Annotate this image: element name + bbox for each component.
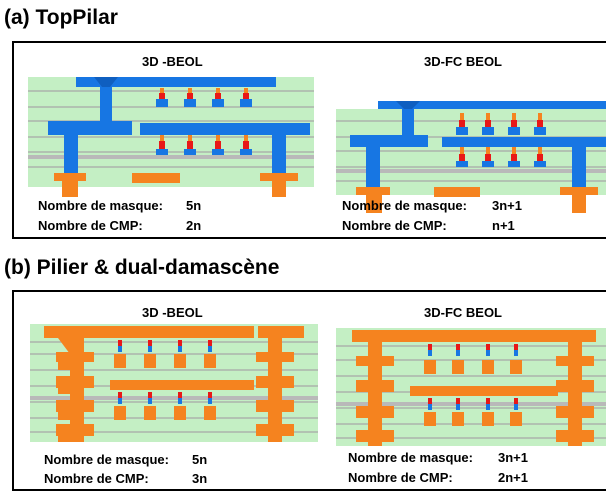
mid-right-pillar xyxy=(572,137,586,187)
a-right-diagram-title: 3D-FC BEOL xyxy=(424,54,502,69)
substrate-line xyxy=(336,169,606,173)
mid-left-blue xyxy=(350,135,428,147)
orange-bar-center xyxy=(132,173,180,183)
mid-left-pillar xyxy=(64,121,78,173)
b-left-cmp-value: 3n xyxy=(192,471,208,486)
top-copper-line xyxy=(352,330,596,342)
orange-pad-left xyxy=(54,173,86,197)
lower-via-stacks xyxy=(424,398,522,426)
mid-left-blue xyxy=(48,121,132,135)
pillar-flanges xyxy=(56,352,294,436)
a-left-mask-label: Nombre de masque: xyxy=(38,198,163,213)
section-a-panel: 3D -BEOL 3D-FC BEOL xyxy=(12,41,606,239)
top-pilar-line xyxy=(76,77,276,121)
mid-right-pillar xyxy=(272,123,286,173)
b-right-cmp-label: Nombre de CMP: xyxy=(348,470,453,485)
b-left-diagram-title: 3D -BEOL xyxy=(142,305,203,320)
lower-via-stacks xyxy=(114,392,216,420)
section-b-title: (b) Pilier & dual-damascène xyxy=(4,256,280,279)
substrate-line xyxy=(28,155,314,159)
substrate-line xyxy=(336,402,606,406)
lower-vias xyxy=(456,147,546,167)
upper-via-stacks xyxy=(424,344,522,374)
a-left-mask-value: 5n xyxy=(186,198,202,213)
substrate-line xyxy=(30,396,318,400)
mid-left-pillar xyxy=(366,135,380,187)
a-right-mask-label: Nombre de masque: xyxy=(342,198,467,213)
upper-vias xyxy=(156,88,252,107)
pillar-left-core xyxy=(70,338,84,442)
orange-bar-center xyxy=(434,187,480,197)
a-right-cmp-value: n+1 xyxy=(492,218,515,233)
b-left-cmp-label: Nombre de CMP: xyxy=(44,471,149,486)
b-left-cross-section xyxy=(30,324,318,442)
orange-pad-right xyxy=(560,187,598,213)
a-right-cross-section xyxy=(336,101,606,213)
b-right-mask-label: Nombre de masque: xyxy=(348,450,473,465)
pillar-right-core xyxy=(268,338,282,442)
a-left-cmp-label: Nombre de CMP: xyxy=(38,218,143,233)
a-left-cmp-value: 2n xyxy=(186,218,202,233)
section-a-title: (a) TopPilar xyxy=(4,6,118,29)
top-copper-line xyxy=(44,326,254,338)
upper-via-stacks xyxy=(114,340,216,368)
b-right-cross-section xyxy=(336,328,606,446)
orange-pad-left xyxy=(356,187,390,213)
section-b-panel: 3D -BEOL 3D-FC BEOL xyxy=(12,290,606,491)
b-left-mask-value: 5n xyxy=(192,452,208,467)
a-right-cmp-label: Nombre de CMP: xyxy=(342,218,447,233)
a-left-diagram-title: 3D -BEOL xyxy=(142,54,203,69)
b-right-cmp-value: 2n+1 xyxy=(498,470,528,485)
top-pilar-funnel xyxy=(94,77,118,87)
middle-copper-line xyxy=(110,380,254,390)
b-right-diagram-title: 3D-FC BEOL xyxy=(424,305,502,320)
b-right-mask-value: 3n+1 xyxy=(498,450,528,465)
pillar-left-core xyxy=(368,342,382,446)
a-left-cross-section xyxy=(28,77,314,197)
mid-right-blue xyxy=(140,123,310,135)
mid-right-blue xyxy=(442,137,606,147)
a-right-mask-value: 3n+1 xyxy=(492,198,522,213)
upper-vias xyxy=(456,113,546,135)
pillar-right-top xyxy=(258,326,304,338)
middle-copper-line xyxy=(410,386,558,396)
pillar-right-core xyxy=(568,342,582,446)
orange-pad-right xyxy=(260,173,298,197)
lower-vias xyxy=(156,135,252,155)
top-fc-funnel xyxy=(396,101,420,109)
b-left-mask-label: Nombre de masque: xyxy=(44,452,169,467)
pillar-flanges xyxy=(356,356,594,442)
